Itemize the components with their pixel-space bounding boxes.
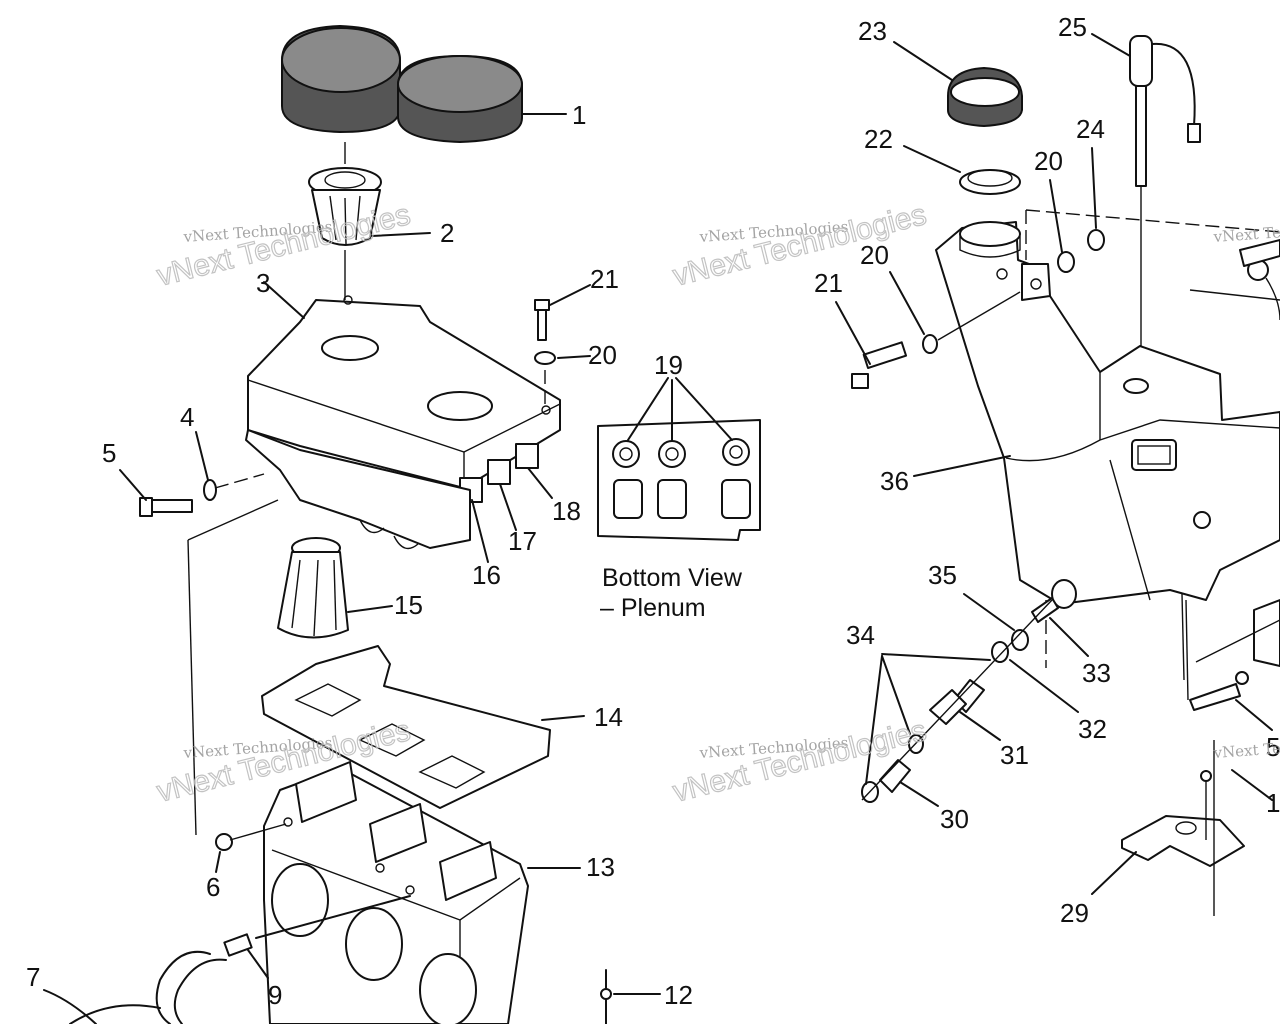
callout-20-right: 20 — [860, 240, 889, 270]
mounting-bracket — [1121, 740, 1245, 916]
callout-16: 16 — [472, 560, 501, 590]
callout-36: 36 — [880, 466, 909, 496]
caption-plenum: – Plenum — [600, 594, 706, 622]
callout-30: 30 — [940, 804, 969, 834]
gasket — [261, 645, 551, 809]
caption-bottom-view: Bottom View — [602, 564, 743, 592]
callout-5-right: 5 — [1266, 732, 1280, 762]
callout-13: 13 — [586, 852, 615, 882]
callout-2: 2 — [440, 218, 454, 248]
oil-tank — [935, 221, 1280, 609]
callout-7: 7 — [26, 962, 40, 992]
callout-32: 32 — [1078, 714, 1107, 744]
callout-18: 18 — [552, 496, 581, 526]
callout-20-right-top: 20 — [1034, 146, 1063, 176]
screw-6 — [215, 823, 287, 851]
callout-23: 23 — [858, 16, 887, 46]
callout-25: 25 — [1058, 12, 1087, 42]
callout-31: 31 — [1000, 740, 1029, 770]
callout-4: 4 — [180, 402, 194, 432]
bolt-21-left — [534, 299, 556, 365]
callout-21-left: 21 — [590, 264, 619, 294]
bolt-5 — [139, 479, 217, 517]
callout-15: 15 — [394, 590, 423, 620]
callout-34: 34 — [846, 620, 875, 650]
callout-1-right: 1 — [1266, 788, 1280, 818]
plenum-bottom-view — [597, 419, 761, 541]
callout-12: 12 — [664, 980, 693, 1010]
callout-35: 35 — [928, 560, 957, 590]
callout-1: 1 — [572, 100, 586, 130]
leader-2 — [371, 232, 431, 237]
callout-21-right: 21 — [814, 268, 843, 298]
fuel-line-fittings — [861, 597, 1059, 803]
oil-tank-cap — [947, 66, 1023, 128]
intake-boot — [277, 537, 349, 639]
intake-body — [263, 761, 529, 1024]
callout-5: 5 — [102, 438, 116, 468]
callout-6: 6 — [206, 872, 220, 902]
cap-seal — [959, 169, 1021, 195]
washer-20-right — [1057, 229, 1105, 273]
callout-33: 33 — [1082, 658, 1111, 688]
callout-9: 9 — [268, 980, 282, 1010]
callout-22: 22 — [864, 124, 893, 154]
callout-20-left: 20 — [588, 340, 617, 370]
callout-3: 3 — [256, 268, 270, 298]
callout-19: 19 — [654, 350, 683, 380]
fitting-9 — [155, 895, 411, 1024]
right-edge-parts — [1189, 239, 1280, 711]
air-filter-foam — [281, 24, 523, 144]
filter-adapter — [308, 167, 382, 246]
callout-29: 29 — [1060, 898, 1089, 928]
oil-level-sender — [1129, 35, 1201, 376]
bolt-21-right — [851, 334, 938, 389]
callout-17: 17 — [508, 526, 537, 556]
callout-24: 24 — [1076, 114, 1105, 144]
leader-7 — [43, 989, 97, 1024]
pin-12 — [600, 969, 612, 1024]
leader-3 — [263, 281, 305, 319]
callout-14: 14 — [594, 702, 623, 732]
airbox-lid — [245, 295, 561, 550]
watermark-small-5: vNext Technologies — [1212, 218, 1280, 246]
